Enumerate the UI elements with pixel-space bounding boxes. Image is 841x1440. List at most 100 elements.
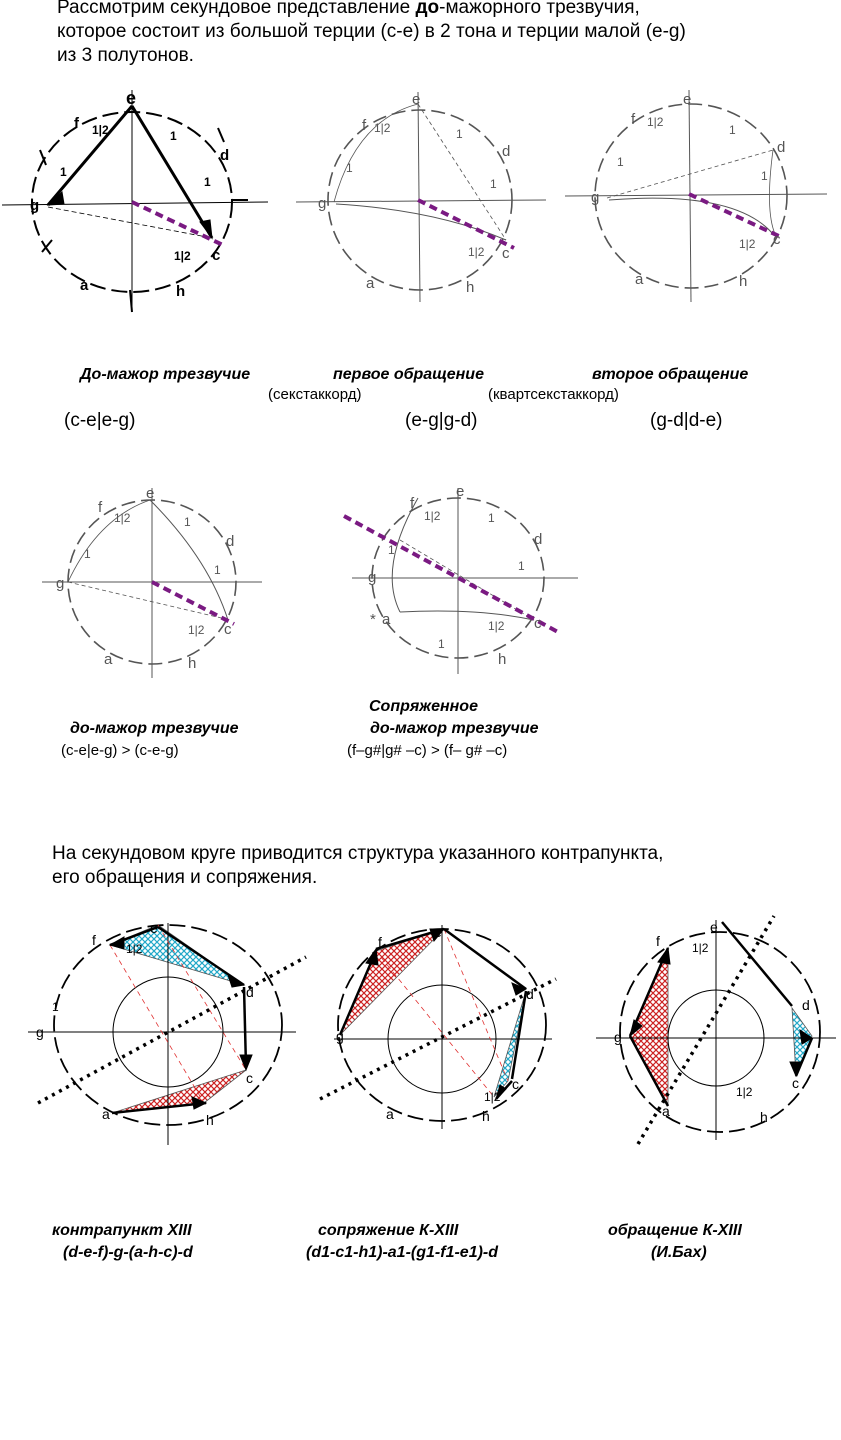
interval-one: 1 [60,165,67,179]
subcaption-sextachord: (секстаккорд) [268,386,362,403]
interval-half: 1|2 [739,237,756,251]
note-f: f [74,115,80,132]
note-g: g [336,1028,344,1044]
note-d: d [226,533,234,550]
paragraph-line-1: На секундовом круге приводится структура… [52,843,664,864]
interval-one: 1 [170,129,177,143]
intro-line-1: Рассмотрим секундовое представление до-м… [57,0,837,20]
caption-conjugate-triad: до-мажор трезвучие [370,720,539,737]
interval-half: 1|2 [692,941,709,955]
formula-conjugate-k-xiii: (d1-c1-h1)-a1-(g1-f1-e1)-d [306,1244,499,1261]
paragraph-line-2: его обращения и сопряжения. [52,867,318,888]
note-a: a [662,1103,670,1119]
interval-half: 1|2 [484,1090,501,1104]
interval-one: 1 [518,559,525,573]
note-f: f [378,934,382,950]
caption-inversion-k-xiii: обращение К-XIII [608,1222,742,1239]
note-e: e [456,483,464,500]
note-c: c [246,1070,253,1086]
note-h: h [188,655,196,672]
interval-one: 1 [456,127,463,141]
interval-half: 1|2 [424,509,441,523]
caption-conjugate: Сопряженное [369,698,478,715]
note-e: e [412,91,420,108]
interval-one: 1 [490,177,497,191]
note-e: e [710,919,718,935]
interval-half: 1|2 [188,623,205,637]
note-g: g [30,197,39,214]
note-d: d [802,997,810,1013]
caption-counterpoint-xiii: контрапункт XIII [52,1222,192,1239]
circle-diagram-second-inversion: e d c h a g f 1|2 1 1 1 1|2 [564,89,828,303]
paragraph-text: На секундовом круге приводится структура… [52,842,832,890]
note-d: d [534,531,542,548]
interval-one: 1 [617,155,624,169]
note-a: a [104,651,113,668]
note-g: g [591,189,599,206]
interval-one: 1 [761,169,768,183]
note-g: g [36,1024,44,1040]
formula-counterpoint-xiii: (d-e-f)-g-(a-h-c)-d [63,1244,193,1261]
note-e: e [683,91,691,108]
caption-second-inversion: второе обращение [592,366,749,383]
note-a: a [366,275,375,292]
note-c: c [512,1076,519,1092]
interval-half: 1|2 [374,121,391,135]
circle-diagram-inversion-k-xiii: e d c h a g f 1|2 1|2 [596,915,836,1145]
note-e: e [150,920,158,936]
circle-diagram-conjugate-k-xiii: e d c h a g f 1|2 [319,924,557,1129]
interval-half: 1|2 [736,1085,753,1099]
formula-conjugate-triad: (f–g#|g# –c) > (f– g# –c) [347,742,508,759]
subcaption-quartsextachord: (квартсекстаккорд) [488,386,619,403]
note-d: d [502,143,510,160]
note-h: h [466,279,474,296]
note-g: g [614,1029,622,1045]
note-f: f [410,495,415,512]
note-a: a [80,277,89,294]
interval-one: 1 [184,515,191,529]
note-d: d [777,139,785,156]
circle-diagram-c-major-triad: e d c h a g f 1|2 1 1 1 1|2 [1,88,269,313]
note-f: f [98,499,103,516]
interval-half: 1|2 [126,942,143,956]
note-c: c [224,621,232,638]
note-e: e [146,485,154,502]
formula-c-major-triad-compact: (c-e|e-g) > (c-e-g) [61,742,179,759]
note-g: g [368,569,376,586]
intro-line-2: которое состоит из большой терции (c-e) … [57,21,686,42]
interval-one: 1 [346,161,353,175]
note-a: a [635,271,644,288]
intro-line-3: из 3 полутонов. [57,45,194,66]
note-h: h [482,1108,490,1124]
formula-first-inversion: (e-g|g-d) [405,410,478,431]
interval-half: 1|2 [468,245,485,259]
note-f: f [631,111,636,128]
note-g: g [56,575,64,592]
intro-text: Рассмотрим секундовое представление до-м… [57,0,837,68]
interval-one: 1 [438,637,445,651]
caption-conjugate-k-xiii: сопряжение К-XIII [318,1222,459,1239]
caption-c-major-triad: До-мажор трезвучие [80,366,251,383]
note-c: c [534,615,542,632]
note-c: c [773,231,781,248]
circle-diagram-first-inversion: e d c h a g f 1|2 1 1 1 1|2 [295,91,547,303]
interval-one: 1 [214,563,221,577]
note-a: a [382,611,391,628]
note-e: e [434,924,442,940]
interval-one: 1 [204,175,211,189]
interval-one: 1 [84,547,91,561]
caption-first-inversion: первое обращение [333,366,484,383]
note-d: d [246,984,254,1000]
interval-half: 1|2 [647,115,664,129]
caption-c-major-triad-compact: до-мажор трезвучие [70,720,239,737]
intro-bold-word: до [415,0,440,18]
note-a: a [102,1106,110,1122]
note-a: a [386,1106,394,1122]
note-h: h [176,283,185,300]
note-f: f [656,933,660,949]
sharp-star: * [370,611,376,628]
note-d: d [220,147,229,164]
note-c: c [502,245,510,262]
formula-inversion-k-xiii: (И.Бах) [651,1244,707,1261]
interval-half: 1|2 [174,249,191,263]
